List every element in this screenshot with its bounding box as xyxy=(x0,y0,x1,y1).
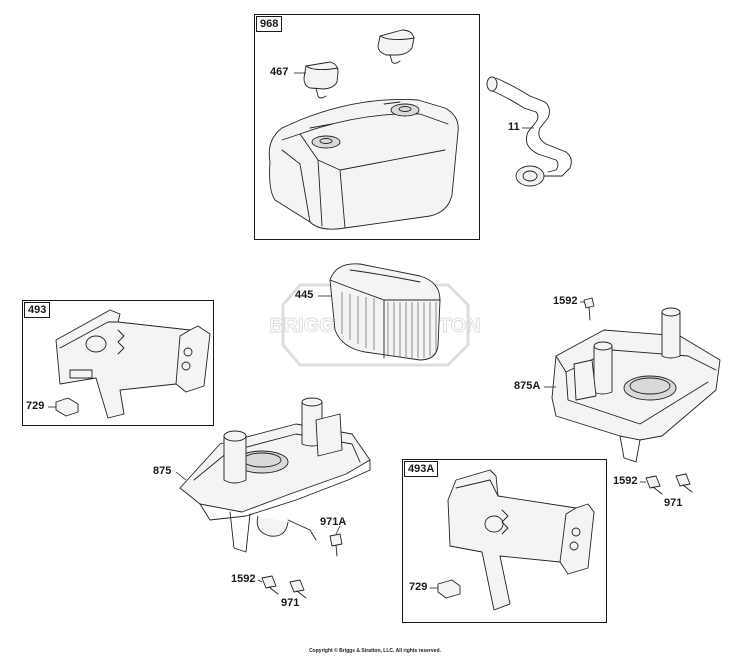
bracket-493-drawing xyxy=(55,309,211,419)
air-cleaner-base-875-drawing xyxy=(179,397,371,553)
group-tag-493: 493 xyxy=(24,302,51,318)
air-filter-drawing xyxy=(329,263,441,361)
callout-971a: 971A xyxy=(320,516,347,528)
screws-875-drawing xyxy=(261,533,343,599)
callout-1592-top: 1592 xyxy=(553,295,578,307)
callout-875: 875 xyxy=(153,465,172,477)
group-box-493a xyxy=(402,459,607,623)
leader-lines xyxy=(48,72,646,589)
group-tag-493a: 493A xyxy=(404,461,439,477)
callout-971-bottom: 971 xyxy=(281,597,300,609)
callout-1592-bottom: 1592 xyxy=(231,573,256,585)
air-cleaner-cover-drawing xyxy=(268,98,459,230)
knob-467-drawing xyxy=(303,29,415,99)
screws-875a-drawing xyxy=(583,297,693,495)
callout-11: 11 xyxy=(508,121,520,133)
callout-729-left: 729 xyxy=(26,400,45,412)
breather-tube-drawing xyxy=(486,76,572,187)
callout-971-right: 971 xyxy=(664,497,683,509)
group-box-493 xyxy=(22,300,214,426)
callout-729-right: 729 xyxy=(409,581,428,593)
bracket-493a-drawing xyxy=(437,469,595,611)
callout-467: 467 xyxy=(270,66,289,78)
group-box-968 xyxy=(254,14,480,240)
callout-445: 445 xyxy=(295,289,314,301)
air-cleaner-base-875a-drawing xyxy=(551,307,721,463)
copyright-notice: Copyright © Briggs & Stratton, LLC. All … xyxy=(309,648,441,654)
callout-1592-right: 1592 xyxy=(613,475,638,487)
group-tag-968: 968 xyxy=(256,16,283,32)
callout-875a: 875A xyxy=(514,380,541,392)
